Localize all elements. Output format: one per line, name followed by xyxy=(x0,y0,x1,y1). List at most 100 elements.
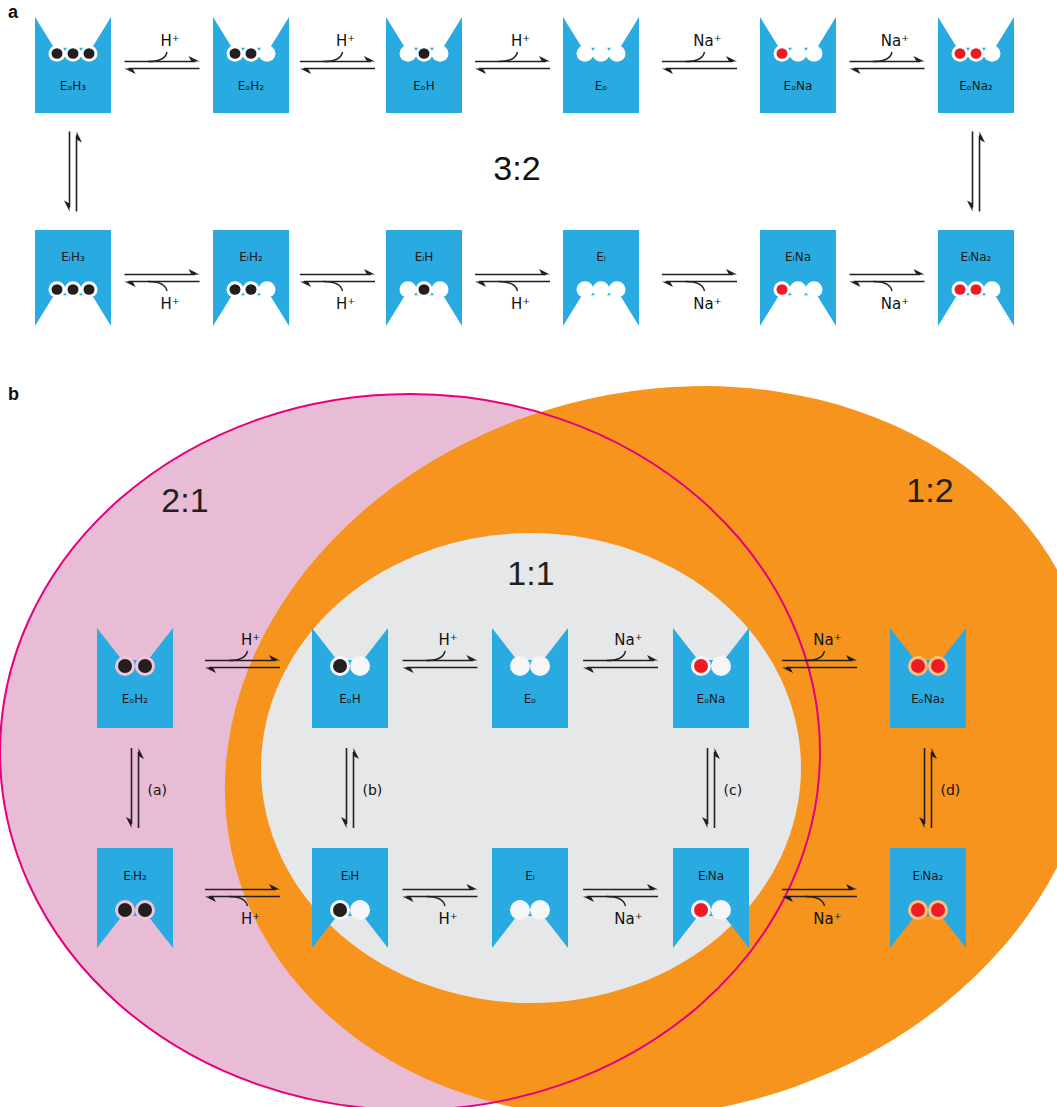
transporter-state: EᵢNa xyxy=(673,848,749,948)
equilibrium-arrow xyxy=(300,52,375,74)
label-holder: Na⁺ xyxy=(813,909,841,928)
equilibrium-arrow xyxy=(662,269,737,291)
state-label: EᵢH xyxy=(341,869,360,884)
transporter-state: EᵢH xyxy=(386,230,462,326)
transporter-shape xyxy=(386,230,462,326)
transporter-shape xyxy=(312,628,388,728)
transporter-shape xyxy=(97,848,173,948)
transporter-shape xyxy=(563,230,639,326)
transporter-state: EᵢNa₂ xyxy=(890,848,966,948)
transporter-shape xyxy=(673,628,749,728)
label-holder: H⁺ xyxy=(241,909,260,928)
transporter-shape xyxy=(492,628,568,728)
state-label: Eₒ xyxy=(595,79,608,94)
transporter-shape xyxy=(760,17,836,113)
transporter-shape xyxy=(97,628,173,728)
state-label: Eᵢ xyxy=(596,250,606,265)
state-label: EₒNa₂ xyxy=(911,692,945,707)
state-label: Eₒ xyxy=(524,692,537,707)
state-label: EᵢNa xyxy=(698,869,724,884)
state-label: EᵢNa₂ xyxy=(961,250,992,265)
label-holder: Na⁺ xyxy=(614,630,642,649)
label-holder: H⁺ xyxy=(241,630,260,649)
state-label: EᵢNa xyxy=(785,250,811,265)
transporter-shape xyxy=(760,230,836,326)
transporter-shape xyxy=(673,848,749,948)
label-holder: H⁺ xyxy=(511,294,530,313)
transporter-state: Eᵢ xyxy=(563,230,639,326)
ion-label: Na⁺ xyxy=(693,295,721,313)
transporter-shape xyxy=(890,848,966,948)
ion-label: H⁺ xyxy=(511,32,530,50)
label-holder: 3:2 xyxy=(493,149,540,188)
transporter-shape xyxy=(213,17,289,113)
ion-label: H⁺ xyxy=(438,910,457,928)
transporter-state: EᵢNa xyxy=(760,230,836,326)
transporter-state: EᵢH₂ xyxy=(213,230,289,326)
label-holder: H⁺ xyxy=(160,31,179,50)
label-holder: Na⁺ xyxy=(881,31,909,50)
transporter-state: Eₒ xyxy=(492,628,568,728)
transporter-shape xyxy=(35,230,111,326)
label-holder: Na⁺ xyxy=(693,294,721,313)
label-holder: H⁺ xyxy=(438,630,457,649)
label-holder: (b) xyxy=(363,780,383,799)
label-holder: H⁺ xyxy=(336,31,355,50)
transporter-shape xyxy=(386,17,462,113)
region-label: 1:2 xyxy=(906,471,953,510)
panel-letter: a xyxy=(8,2,18,23)
label-holder: a xyxy=(8,2,18,23)
transporter-state: EₒH₂ xyxy=(97,628,173,728)
region-label: 2:1 xyxy=(161,481,208,520)
equilibrium-arrow xyxy=(850,52,925,74)
transporter-shape xyxy=(213,230,289,326)
ion-label: H⁺ xyxy=(336,32,355,50)
equilibrium-arrow xyxy=(126,748,144,828)
state-label: EₒH xyxy=(413,79,435,94)
state-label: EₒH xyxy=(339,692,361,707)
ion-label: H⁺ xyxy=(336,295,355,313)
step-label: (b) xyxy=(363,782,383,799)
stoichiometry-region: 1:1EₒHEₒEₒNaEᵢHEᵢEᵢNa xyxy=(261,533,801,1003)
transporter-state: EᵢNa₂ xyxy=(938,230,1014,326)
state-label: EₒNa xyxy=(784,79,813,94)
transporter-shape xyxy=(938,17,1014,113)
label-holder: (c) xyxy=(724,780,743,799)
label-holder: (d) xyxy=(941,780,961,799)
step-label: (d) xyxy=(941,782,961,799)
ion-label: Na⁺ xyxy=(813,631,841,649)
equilibrium-arrow xyxy=(475,269,550,291)
transporter-shape xyxy=(890,628,966,728)
transporter-state: EₒNa xyxy=(760,17,836,113)
transporter-state: EₒNa xyxy=(673,628,749,728)
transporter-state: EᵢH₃ xyxy=(35,230,111,326)
equilibrium-arrow xyxy=(475,52,550,74)
equilibrium-arrow xyxy=(702,748,720,828)
equilibrium-arrow xyxy=(850,269,925,291)
ion-label: H⁺ xyxy=(438,631,457,649)
equilibrium-arrow xyxy=(919,748,937,828)
equilibrium-arrow xyxy=(205,651,280,673)
ion-label: Na⁺ xyxy=(881,32,909,50)
state-label: EᵢH₃ xyxy=(61,250,85,265)
transporter-state: EₒNa₂ xyxy=(890,628,966,728)
state-label: EᵢNa₂ xyxy=(913,869,944,884)
state-label: EᵢH₂ xyxy=(239,250,263,265)
state-label: EᵢH xyxy=(415,250,434,265)
ion-label: Na⁺ xyxy=(614,631,642,649)
state-label: EᵢH₂ xyxy=(123,869,147,884)
ion-label: Na⁺ xyxy=(614,910,642,928)
state-label: EₒNa xyxy=(697,692,726,707)
transporter-state: EₒH xyxy=(386,17,462,113)
transporter-state: EₒH₂ xyxy=(213,17,289,113)
transporter-shape xyxy=(492,848,568,948)
ion-label: H⁺ xyxy=(241,631,260,649)
transporter-state: Eᵢ xyxy=(492,848,568,948)
label-holder: (a) xyxy=(148,780,168,799)
equilibrium-arrow xyxy=(662,52,737,74)
state-label: EₒH₂ xyxy=(122,692,148,707)
label-holder: Na⁺ xyxy=(813,630,841,649)
label-holder: H⁺ xyxy=(336,294,355,313)
equilibrium-arrow xyxy=(125,269,200,291)
equilibrium-arrow xyxy=(300,269,375,291)
